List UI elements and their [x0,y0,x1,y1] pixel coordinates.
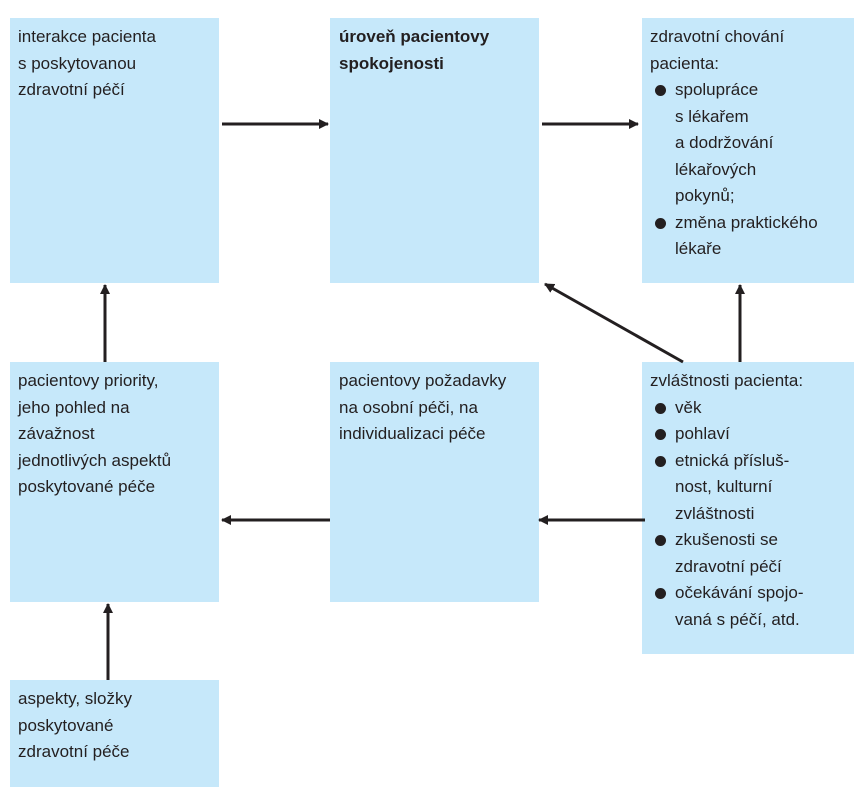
box-title: interakce pacienta s poskytovanou zdravo… [18,27,156,99]
box-patient-requirements: pacientovy požadavky na osobní péči, na … [330,362,539,602]
arrow-characteristics-to-satisfaction [544,282,684,364]
box-title: zvláštnosti pacienta: [650,371,804,390]
box-patient-priorities: pacientovy priority, jeho pohled na záva… [10,362,219,602]
box-title: úroveň pacientovy spokojenosti [339,27,490,73]
bullet-item: etnická přísluš- nost, kulturní zvláštno… [650,448,854,528]
bullet-item: věk [650,395,854,422]
bullet-item: zkušenosti se zdravotní péčí [650,527,854,580]
bullet-list: věk pohlaví etnická přísluš- nost, kultu… [650,395,854,634]
box-health-behavior: zdravotní chování pacienta: spolupráce s… [642,18,854,283]
box-patient-interaction: interakce pacienta s poskytovanou zdravo… [10,18,219,283]
box-title: zdravotní chování pacienta: [650,27,785,73]
bullet-list: spolupráce s lékařem a dodržování lékařo… [650,77,854,263]
bullet-item: pohlaví [650,421,854,448]
box-satisfaction-level: úroveň pacientovy spokojenosti [330,18,539,283]
box-patient-characteristics: zvláštnosti pacienta: věk pohlaví etnick… [642,362,854,654]
box-title: pacientovy požadavky na osobní péči, na … [339,371,507,443]
box-title: aspekty, složky poskytované zdravotní pé… [18,689,133,761]
bullet-item: změna praktického lékaře [650,210,854,263]
bullet-item: očekávání spojo- vaná s péčí, atd. [650,580,854,633]
box-title: pacientovy priority, jeho pohled na záva… [18,371,172,496]
box-care-aspects: aspekty, složky poskytované zdravotní pé… [10,680,219,787]
bullet-item: spolupráce s lékařem a dodržování lékařo… [650,77,854,210]
